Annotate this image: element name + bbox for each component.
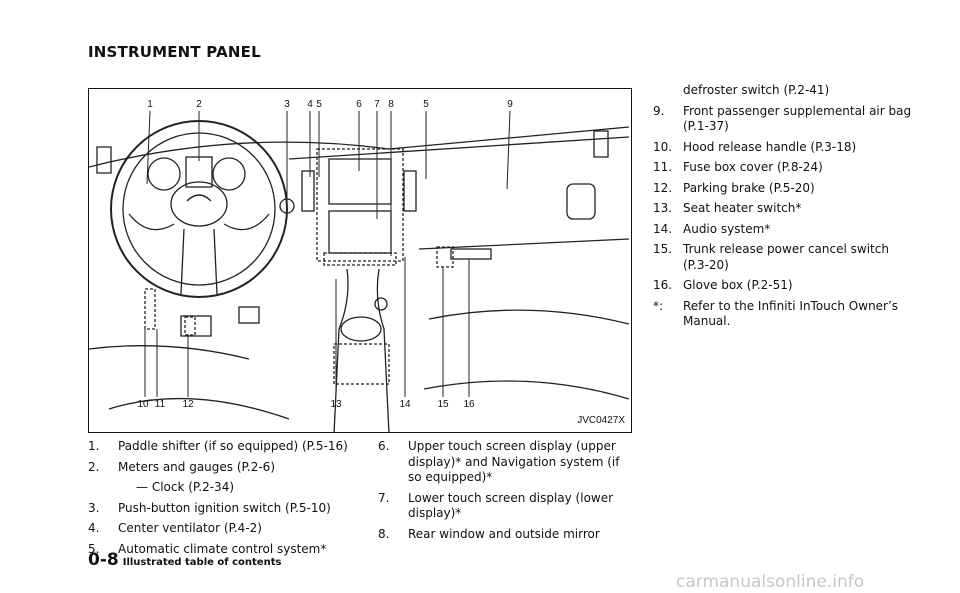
callout-7: 7 — [374, 99, 380, 110]
item-number: 9. — [653, 103, 665, 118]
callout-11: 11 — [154, 399, 166, 410]
item-number: 4. — [88, 521, 100, 535]
callout-10: 10 — [137, 399, 149, 410]
list-item: 9. Front passenger supplemental air bag (… — [653, 104, 915, 135]
item-number: 12. — [653, 180, 673, 195]
item-text: Hood release handle (P.3-18) — [683, 139, 857, 154]
list-item: 13. Seat heater switch* — [653, 201, 915, 217]
list-item: 7. Lower touch screen display (lower disp… — [378, 491, 632, 522]
list-item: 2. Meters and gauges (P.2-6) — [88, 460, 348, 476]
item-text: — Clock (P.2-34) — [136, 480, 235, 494]
item-number: 15. — [653, 242, 673, 256]
callout-12: 12 — [182, 399, 194, 410]
section-heading: INSTRUMENT PANEL — [88, 43, 261, 61]
list-item: 14. Audio system* — [653, 222, 915, 238]
item-number: 5. — [88, 541, 100, 556]
callout-15: 15 — [437, 399, 449, 410]
list-item: 16. Glove box (P.2-51) — [653, 278, 915, 294]
item-text: Lower touch screen display (lower displa… — [408, 490, 614, 521]
item-number: 8. — [378, 526, 390, 541]
callout-1: 1 — [147, 99, 153, 110]
item-number: 2. — [88, 459, 100, 474]
watermark: carmanualsonline.info — [676, 572, 865, 592]
figure-id: JVC0427X — [577, 415, 625, 426]
item-number: 13. — [653, 201, 673, 215]
item-text: Parking brake (P.5-20) — [683, 180, 815, 195]
list-middle: 6. Upper touch screen display (upper disp… — [378, 439, 632, 547]
list-item: 12. Parking brake (P.5-20) — [653, 181, 915, 197]
list-item: 5. Automatic climate control system* — [88, 542, 348, 558]
list-item: 1. Paddle shifter (if so equipped) (P.5-1… — [88, 439, 348, 455]
item-text: Front passenger supplemental air bag (P.… — [683, 103, 912, 134]
callout-4: 4 — [307, 99, 313, 110]
item-text: Rear window and outside mirror — [408, 526, 600, 541]
list-left: 1. Paddle shifter (if so equipped) (P.5-1… — [88, 439, 348, 562]
list-item: 8. Rear window and outside mirror — [378, 527, 632, 543]
list-item: 3. Push-button ignition switch (P.5-10) — [88, 501, 348, 517]
item-text: Paddle shifter (if so equipped) (P.5-16) — [118, 439, 348, 453]
list-item: defroster switch (P.2-41) — [653, 83, 915, 99]
list-item: 4. Center ventilator (P.4-2) — [88, 521, 348, 537]
callout-14: 14 — [399, 399, 411, 410]
item-number: 1. — [88, 439, 100, 453]
item-text: Upper touch screen display (upper displa… — [408, 439, 620, 484]
callout-8: 8 — [388, 99, 394, 110]
item-text: defroster switch (P.2-41) — [683, 83, 830, 97]
item-text: Center ventilator (P.4-2) — [118, 521, 262, 535]
item-number: *: — [653, 298, 664, 313]
callout-3: 3 — [284, 99, 290, 110]
instrument-panel-illustration: 1 2 3 4 5 6 7 8 5 9 10 11 12 13 14 15 16… — [88, 88, 632, 433]
item-text: Trunk release power cancel switch (P.3-2… — [683, 242, 889, 272]
item-text: Fuse box cover (P.8-24) — [683, 160, 823, 174]
list-item: 6. Upper touch screen display (upper disp… — [378, 439, 632, 486]
callout-13: 13 — [330, 399, 342, 410]
callout-6: 6 — [356, 99, 362, 110]
callout-9: 9 — [507, 99, 513, 110]
item-text: Push-button ignition switch (P.5-10) — [118, 500, 331, 515]
item-number: 6. — [378, 439, 390, 453]
item-text: Seat heater switch* — [683, 201, 802, 215]
item-number: 14. — [653, 221, 673, 236]
item-text: Refer to the Infiniti InTouch Owner’s Ma… — [683, 298, 899, 329]
list-subitem: — Clock (P.2-34) — [88, 480, 348, 496]
item-text: Audio system* — [683, 221, 771, 236]
list-item: 11. Fuse box cover (P.8-24) — [653, 160, 915, 176]
callout-16: 16 — [463, 399, 475, 410]
callout-2: 2 — [196, 99, 202, 110]
item-number: 3. — [88, 500, 100, 515]
callout-5: 5 — [316, 99, 322, 110]
callout-5-second: 5 — [423, 99, 429, 110]
item-number: 16. — [653, 278, 673, 292]
item-text: Automatic climate control system* — [118, 541, 327, 556]
list-item: 15. Trunk release power cancel switch (P.… — [653, 242, 915, 273]
footer-title: Illustrated table of contents — [122, 557, 282, 568]
dashboard-line-drawing — [89, 110, 630, 432]
item-number: 10. — [653, 139, 673, 154]
item-number: 11. — [653, 160, 673, 174]
item-text: Glove box (P.2-51) — [683, 278, 793, 292]
item-text: Meters and gauges (P.2-6) — [118, 459, 276, 474]
list-right: defroster switch (P.2-41) 9. Front passen… — [653, 83, 915, 335]
item-number: 7. — [378, 490, 390, 505]
page-number: 0-8 — [88, 550, 119, 570]
list-item: 10. Hood release handle (P.3-18) — [653, 140, 915, 156]
list-item: *: Refer to the Infiniti InTouch Owner’s … — [653, 299, 915, 330]
